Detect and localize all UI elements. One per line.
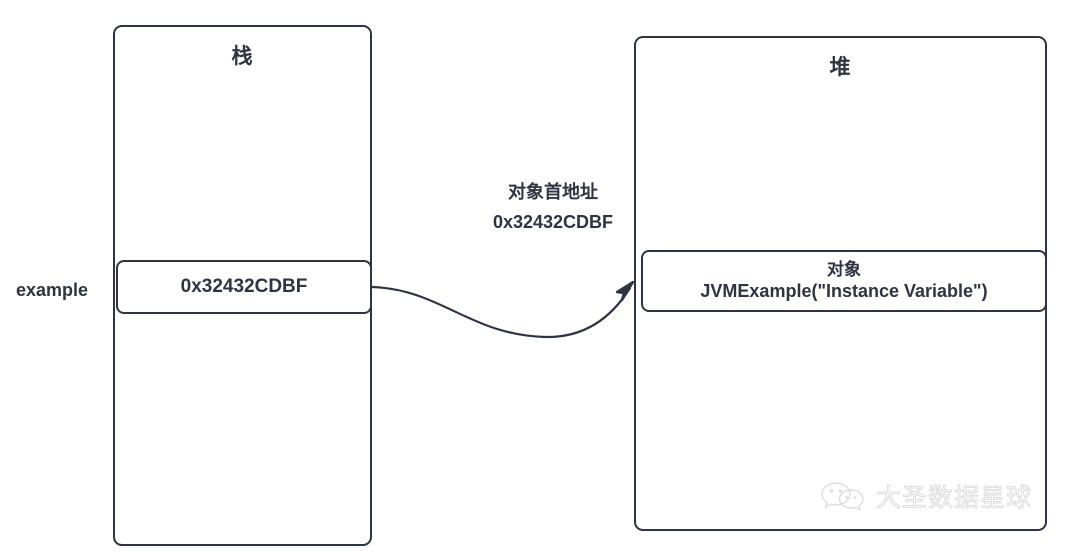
stack-reference-value: 0x32432CDBF [180, 276, 308, 297]
arrow-annotation-line1: 对象首地址 [508, 182, 598, 202]
wechat-icon [821, 482, 864, 511]
heap-object-title: 对象 [827, 260, 861, 280]
stack-region-title: 栈 [231, 45, 254, 68]
watermark: 大圣数据星球 [820, 478, 1032, 514]
stack-variable-label: example [16, 280, 89, 300]
heap-object-signature: JVMExample("Instance Variable") [700, 281, 988, 302]
watermark-text: 大圣数据星球 [875, 484, 1033, 513]
stack-reference-slot: 0x32432CDBF [116, 260, 372, 314]
heap-region-title: 堆 [829, 56, 852, 79]
arrow-annotation: 对象首地址 0x32432CDBF [448, 178, 658, 237]
heap-object-box: 对象 JVMExample("Instance Variable") [641, 250, 1047, 312]
arrow-annotation-line2: 0x32432CDBF [492, 211, 614, 232]
